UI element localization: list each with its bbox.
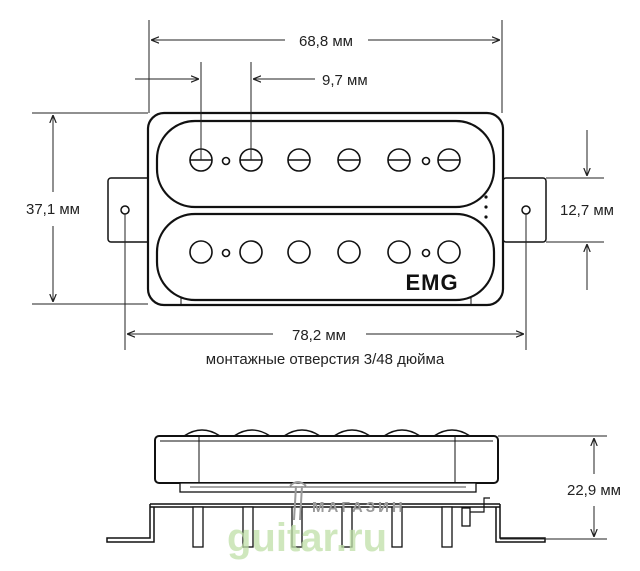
mounting-width-label: 78,2 мм xyxy=(292,327,346,344)
side-height-label: 22,9 мм xyxy=(567,482,621,499)
side-right-tab xyxy=(495,504,546,543)
bottom-pole-4 xyxy=(337,240,361,264)
bottom-coil-poles xyxy=(189,240,461,264)
watermark: МАГАЗИН guitar.ru xyxy=(227,481,406,560)
side-connector-wire xyxy=(470,497,490,513)
top-coil xyxy=(155,119,496,209)
left-mounting-tab xyxy=(107,177,154,243)
side-stud-2 xyxy=(242,506,254,548)
bottom-pole-6 xyxy=(437,240,461,264)
bottom-pole-1 xyxy=(189,240,213,264)
side-pole-6 xyxy=(433,429,471,437)
indicator-dot-1 xyxy=(484,195,488,199)
bottom-pole-5 xyxy=(387,240,411,264)
watermark-shop-text: МАГАЗИН xyxy=(312,499,406,516)
side-left-tab xyxy=(106,504,155,543)
side-view-dimension-lines xyxy=(498,435,607,540)
emg-logo: EMG xyxy=(405,270,458,295)
bottom-pole-2 xyxy=(239,240,263,264)
side-pole-1 xyxy=(183,429,221,437)
width-label: 68,8 мм xyxy=(299,33,353,50)
side-pole-tops xyxy=(183,429,471,437)
side-stud-4 xyxy=(341,506,353,548)
pole-spacing-label: 9,7 мм xyxy=(322,72,368,89)
watermark-site-text: guitar.ru xyxy=(227,516,387,560)
mounting-caption: монтажные отверстия 3/48 дюйма xyxy=(206,351,445,368)
side-view xyxy=(106,429,546,548)
side-stud-6 xyxy=(441,506,453,548)
bottom-coil xyxy=(155,212,496,302)
side-pole-2 xyxy=(233,429,271,437)
top-view-dimension-lines xyxy=(32,20,604,350)
top-view xyxy=(107,111,547,307)
side-connector-post xyxy=(461,507,471,527)
side-stud-1 xyxy=(192,506,204,548)
side-cover xyxy=(154,435,499,484)
bottom-pole-3 xyxy=(287,240,311,264)
bottom-small-hole-right xyxy=(421,248,431,258)
top-small-hole-left xyxy=(221,156,231,166)
tab-height-label: 12,7 мм xyxy=(560,202,614,219)
side-base-frame xyxy=(179,482,477,493)
side-stud-3 xyxy=(291,506,303,548)
top-coil-poles xyxy=(189,148,461,172)
side-pole-5 xyxy=(383,429,421,437)
side-stud-5 xyxy=(391,506,403,548)
right-mounting-tab xyxy=(502,177,547,243)
bottom-small-hole-left xyxy=(221,248,231,258)
top-small-hole-right xyxy=(421,156,431,166)
side-pole-3 xyxy=(283,429,321,437)
indicator-dot-3 xyxy=(484,215,488,219)
indicator-dot-2 xyxy=(484,205,488,209)
side-studs xyxy=(192,506,453,548)
guitar-headstock-icon xyxy=(289,481,307,521)
height-label: 37,1 мм xyxy=(26,201,80,218)
side-pole-4 xyxy=(333,429,371,437)
